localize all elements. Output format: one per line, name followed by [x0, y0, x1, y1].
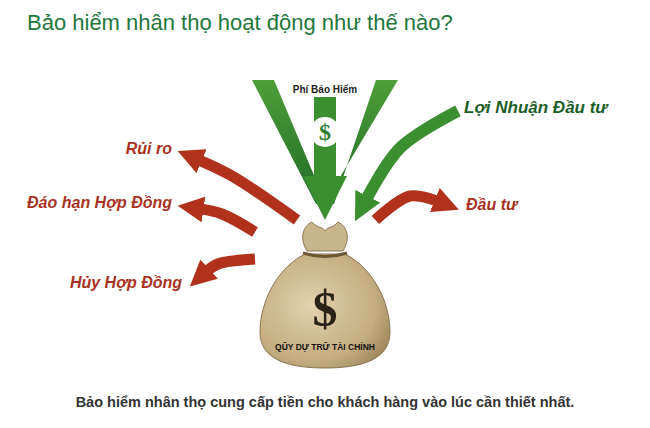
flow-label: Đáo hạn Hợp Đồng	[27, 194, 172, 212]
flow-arrow	[365, 111, 458, 201]
flow-node: Lợi Nhuận Đầu tư	[458, 96, 614, 120]
dollar-sign: $	[313, 286, 338, 332]
flow-label: Rủi ro	[126, 140, 172, 158]
flow-node: Rủi ro	[120, 138, 178, 160]
flow-arrow	[205, 259, 255, 273]
flow-node: Đáo hạn Hợp Đồng	[21, 192, 178, 214]
flow-label: Hủy Hợp Đồng	[70, 274, 182, 292]
flow-label: Phí Báo Hiểm	[293, 84, 357, 95]
fund-label: QŨY DỰ TRỮ TÀI CHÍNH	[275, 342, 375, 352]
flow-label: Lợi Nhuận Đầu tư	[464, 98, 608, 118]
flow-arrow	[198, 209, 255, 232]
bag-top	[303, 222, 348, 251]
flow-arrow	[375, 196, 439, 220]
bag-body	[260, 254, 390, 368]
edge-label: $	[310, 117, 340, 147]
bag-rope	[303, 253, 347, 257]
money-bag: $ QŨY DỰ TRỮ TÀI CHÍNH	[255, 220, 395, 370]
caption: Bảo hiểm nhân thọ cung cấp tiền cho khác…	[76, 394, 575, 410]
flow-node: Hủy Hợp Đồng	[64, 272, 188, 294]
flow-label: Đầu tư	[466, 196, 517, 214]
title: Bảo hiểm nhân thọ hoạt động như thế nào?	[27, 10, 453, 36]
flow-node: Phí Báo Hiểm	[287, 82, 363, 97]
flow-node: Đầu tư	[460, 194, 523, 216]
